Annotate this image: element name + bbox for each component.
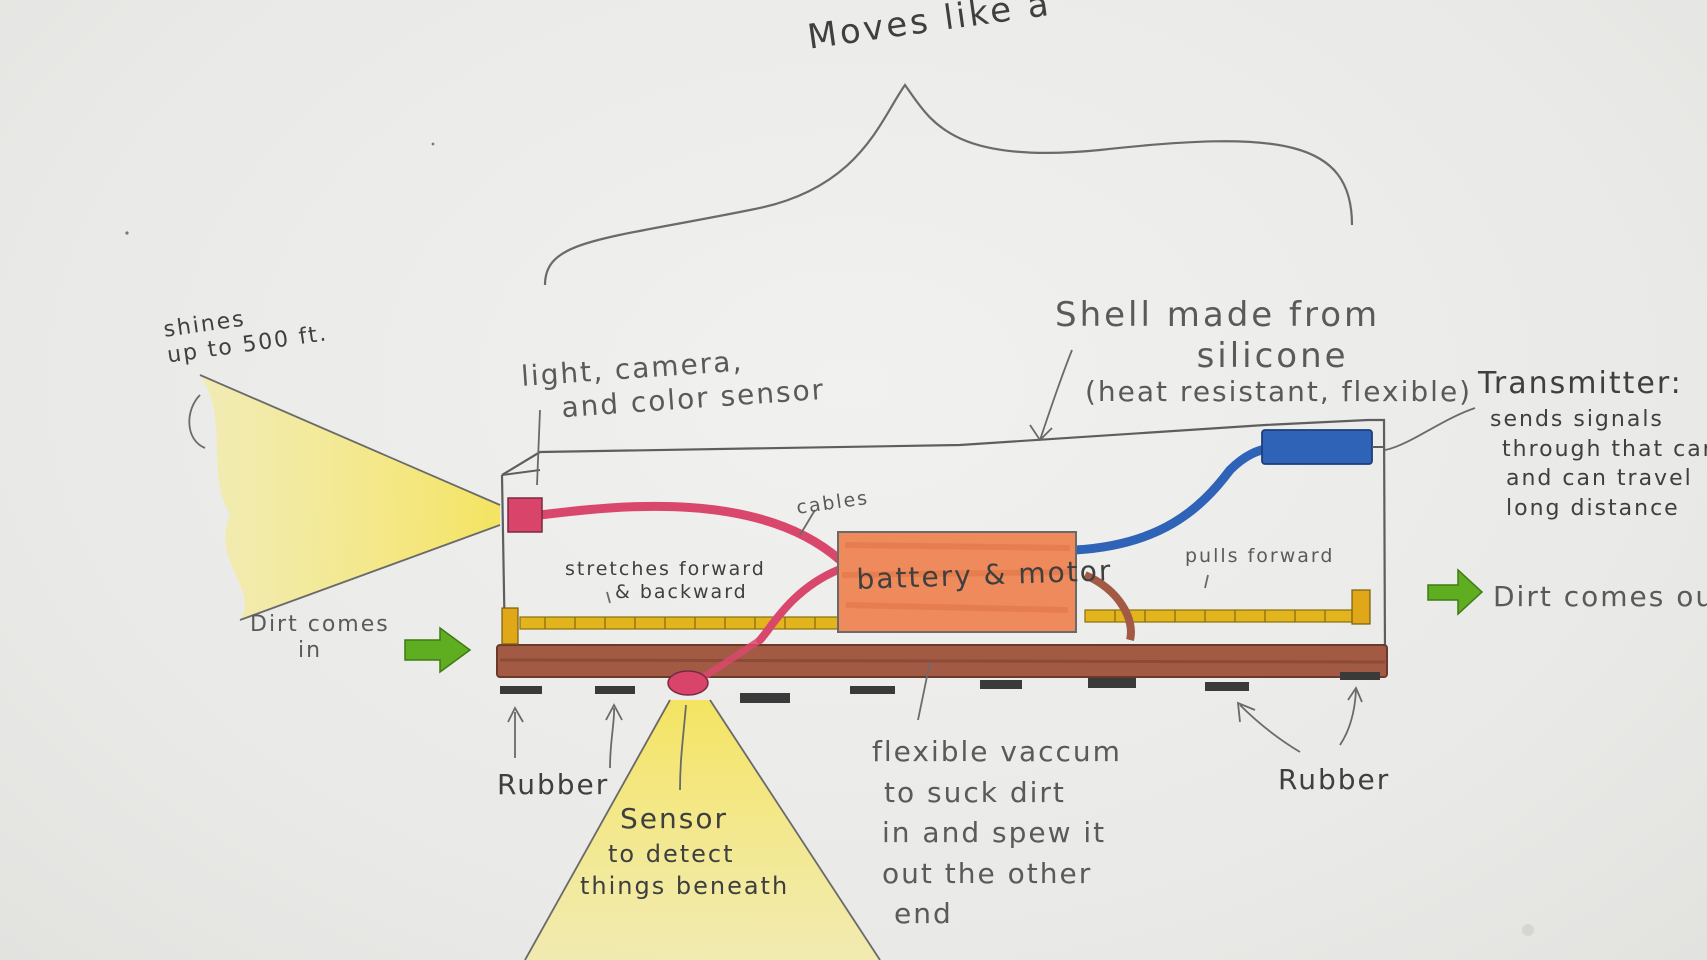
stretches-line-2: & backward [565, 581, 766, 604]
shell-label: Shell made from silicone [1055, 295, 1380, 377]
vacuum-line-5: end [872, 894, 1122, 935]
sensor-line-2: to detect [580, 838, 789, 870]
vacuum-line-4: out the other [872, 854, 1122, 895]
brace [545, 85, 1352, 285]
front-light-beam [200, 375, 500, 620]
sensor-line-1: Sensor [580, 800, 789, 838]
sensor-label: Sensor to detect things beneath [580, 800, 789, 903]
transmitter-title: Transmitter: [1478, 366, 1683, 402]
transmitter-line-5: long distance [1490, 494, 1707, 524]
dirt-in-arrow [405, 628, 470, 672]
camera-cable [540, 506, 840, 560]
spring-left [520, 617, 840, 629]
transmitter-line-4: and can travel [1490, 464, 1707, 494]
vacuum-line-1: flexible vaccum [872, 732, 1122, 773]
dirt-out-arrow [1428, 570, 1482, 614]
rubber-right-label: Rubber [1278, 763, 1390, 797]
transmitter-block [1262, 430, 1372, 464]
shell-line-3: (heat resistant, flexible) [1085, 375, 1472, 409]
transmitter-line-2: sends signals [1490, 405, 1707, 435]
dirt-in-line-1: Dirt comes [250, 612, 390, 638]
camera-box [508, 498, 542, 532]
rubber-left-label: Rubber [497, 768, 609, 802]
dirt-in-line-2: in [250, 638, 390, 664]
stretches-line-1: stretches forward [565, 558, 766, 581]
vacuum-line-2: to suck dirt [872, 773, 1122, 814]
stretches-label: stretches forward & backward [565, 558, 766, 604]
shell-line-2: silicone [1055, 336, 1380, 377]
vacuum-line-3: in and spew it [872, 813, 1122, 854]
sensor-line-3: things beneath [580, 870, 789, 902]
dirt-in-label: Dirt comes in [250, 612, 390, 665]
bottom-sensor [668, 671, 708, 695]
vacuum-label: flexible vaccum to suck dirt in and spew… [872, 732, 1122, 935]
shell-line-1: Shell made from [1055, 295, 1380, 336]
transmitter-line-3: through that can [1490, 435, 1707, 465]
pulls-forward-label: pulls forward [1185, 545, 1334, 568]
dirt-out-label: Dirt comes out [1493, 580, 1707, 614]
spring-left-stop [502, 608, 518, 644]
transmitter-cable [1075, 448, 1270, 550]
spring-right-stop [1352, 590, 1370, 624]
transmitter-description: sends signals through that can and can t… [1490, 405, 1707, 524]
